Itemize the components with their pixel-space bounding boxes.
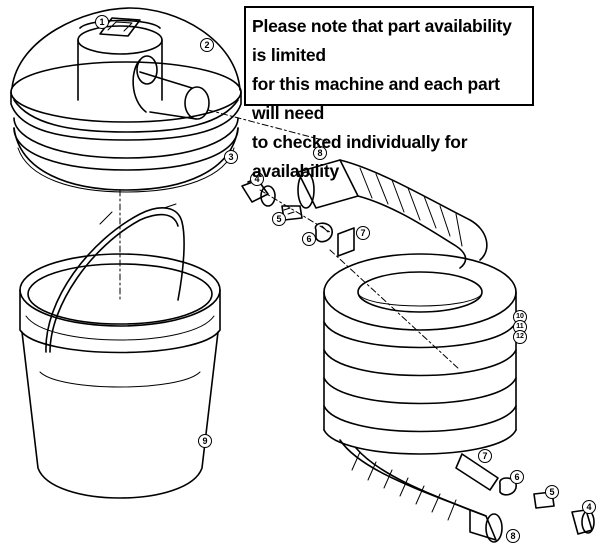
- callout-1: 1: [95, 15, 109, 29]
- callout-6-lower: 6: [510, 470, 524, 484]
- notice-line-2: for this machine and each part will need: [252, 74, 500, 123]
- callout-12: 12: [513, 330, 527, 344]
- gasket-ring: [13, 117, 239, 193]
- notice-line-1: Please note that part availability is li…: [252, 16, 512, 65]
- callout-5-lower: 5: [545, 485, 559, 499]
- callout-6-upper: 6: [302, 232, 316, 246]
- callout-7-lower: 7: [478, 449, 492, 463]
- callout-2: 2: [200, 38, 214, 52]
- availability-notice: Please note that part availability is li…: [244, 6, 534, 181]
- callout-4-upper: 4: [250, 172, 264, 186]
- callout-8-upper: 8: [313, 146, 327, 160]
- notice-line-3: to checked individually for availability: [252, 132, 468, 181]
- callout-4-lower: 4: [582, 500, 596, 514]
- bucket: [19, 203, 221, 499]
- callout-3: 3: [224, 150, 238, 164]
- hose: [297, 159, 517, 543]
- callout-5-upper: 5: [272, 212, 286, 226]
- dome-lid: [10, 7, 242, 141]
- lower-fittings: [499, 477, 595, 535]
- callout-7-upper: 7: [356, 226, 370, 240]
- callout-9: 9: [198, 434, 212, 448]
- callout-8-lower: 8: [506, 529, 520, 543]
